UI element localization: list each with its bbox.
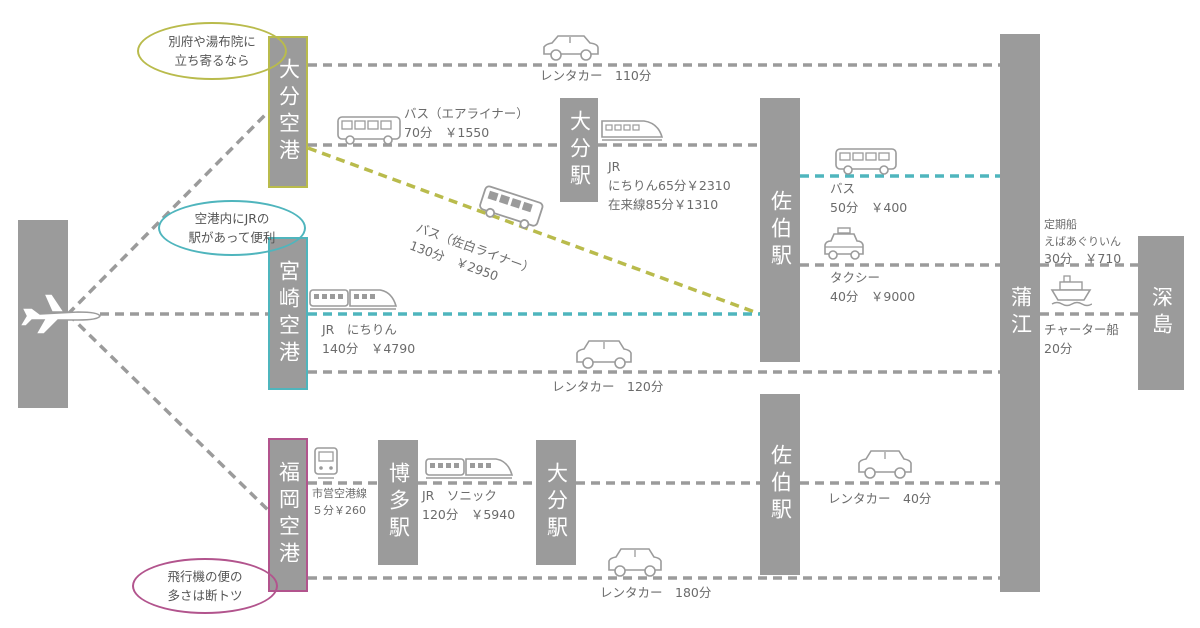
charter-line-2: 20分 — [1044, 341, 1073, 356]
oita-station-box: 大分駅 — [560, 98, 598, 202]
oita-jr-line-1: JR — [608, 159, 621, 174]
fukuoka-airport-label: 福岡空港 — [276, 461, 301, 569]
saiki-rental-label: レンタカー 40分 — [828, 491, 932, 506]
charter-label: チャーター船 20分 — [1044, 320, 1119, 358]
saiki-station-label-2: 佐伯駅 — [768, 444, 793, 525]
oita-rental-label: レンタカー 110分 — [540, 68, 652, 83]
saiki-taxi-line-1: タクシー — [830, 270, 881, 285]
oita-note: 別府や湯布院に 立ち寄るなら — [137, 22, 287, 80]
oita-note-line-1: 別府や湯布院に — [168, 34, 256, 49]
miyazaki-rental-label: レンタカー 120分 — [552, 379, 664, 394]
oita-station-label-2: 大分駅 — [544, 462, 569, 543]
miyazaki-airport-label: 宮崎空港 — [276, 259, 301, 368]
miyazaki-airport-box: 宮崎空港 — [268, 237, 308, 390]
ferry-line-2: えばあぐりいん — [1044, 235, 1121, 248]
ferry-line-1: 定期船 — [1044, 218, 1077, 231]
car-icon — [543, 35, 599, 61]
fukuoka-rental-label: レンタカー 180分 — [600, 585, 712, 600]
oita-note-line-2: 立ち寄るなら — [174, 53, 250, 68]
fukuoka-subway-label: 市営空港線 ５分￥260 — [312, 485, 367, 519]
fukuoka-note: 飛行機の便の 多さは断トツ — [132, 558, 278, 614]
ship-icon — [1050, 275, 1092, 307]
saiki-bus-line-2: 50分 ￥400 — [830, 200, 908, 215]
fukuoka-jr-line-2: 120分 ￥5940 — [422, 507, 516, 522]
oita-bus-line-2: 70分 ￥1550 — [404, 125, 490, 140]
taxi-icon — [824, 227, 864, 260]
fukuoka-subway-line-1: 市営空港線 — [312, 487, 367, 500]
charter-line-1: チャーター船 — [1044, 322, 1119, 337]
bus-icon-saiki — [835, 148, 897, 175]
train-icon — [601, 120, 664, 141]
saiki-bus-label: バス 50分 ￥400 — [830, 179, 907, 217]
fukuoka-jr-label: JR ソニック 120分 ￥5940 — [422, 486, 515, 524]
fukuoka-subway-line-2: ５分￥260 — [312, 504, 366, 517]
saiki-bus-line-1: バス — [830, 181, 856, 196]
car-icon-miyazaki — [576, 340, 632, 369]
train-icon-miyazaki — [309, 289, 398, 310]
fukuoka-jr-line-1: JR ソニック — [422, 488, 497, 503]
fukuoka-airport-box: 福岡空港 — [268, 438, 308, 592]
hakata-station-label: 博多駅 — [386, 462, 411, 543]
saiki-taxi-line-2: 40分 ￥9000 — [830, 289, 916, 304]
ferry-label: 定期船 えばあぐりいん 30分 ￥710 — [1044, 216, 1121, 267]
bus-icon — [337, 116, 401, 145]
train-icon-hakata — [425, 458, 514, 479]
oita-bus-line-1: バス（エアライナー） — [404, 106, 529, 121]
oita-bus-label: バス（エアライナー） 70分 ￥1550 — [404, 104, 529, 142]
saiki-taxi-label: タクシー 40分 ￥9000 — [830, 268, 915, 306]
miyazaki-note: 空港内にJRの 駅があって便利 — [158, 200, 306, 256]
ferry-line-3: 30分 ￥710 — [1044, 251, 1122, 266]
saiki-station-label-1: 佐伯駅 — [768, 189, 793, 271]
miyazaki-note-line-2: 駅があって便利 — [188, 230, 276, 245]
oita-jr-line-3: 在来線85分￥1310 — [608, 197, 719, 212]
oita-station-box-2: 大分駅 — [536, 440, 576, 565]
hakata-station-box: 博多駅 — [378, 440, 418, 565]
oita-station-label: 大分駅 — [567, 109, 592, 191]
car-icon-saiki — [858, 450, 912, 479]
miyazaki-jr-line-1: JR にちりん — [322, 322, 397, 337]
saiki-station-box-2: 佐伯駅 — [760, 394, 800, 575]
miyazaki-note-line-1: 空港内にJRの — [194, 211, 270, 226]
oita-jr-label: JR にちりん65分￥2310 在来線85分￥1310 — [608, 157, 731, 214]
saiki-station-box-1: 佐伯駅 — [760, 98, 800, 362]
airplane-icon — [18, 293, 101, 335]
kamae-box: 蒲江 — [1000, 34, 1040, 592]
kamae-label: 蒲江 — [1008, 286, 1033, 340]
bus-icon-diagonal — [479, 185, 544, 229]
oita-jr-line-2: にちりん65分￥2310 — [608, 178, 731, 193]
fukuoka-note-line-1: 飛行機の便の — [167, 569, 243, 584]
fukashima-label: 深島 — [1149, 286, 1174, 340]
fukuoka-note-line-2: 多さは断トツ — [167, 588, 243, 603]
miyazaki-jr-label: JR にちりん 140分 ￥4790 — [322, 320, 415, 358]
subway-icon — [314, 447, 338, 479]
miyazaki-jr-line-2: 140分 ￥4790 — [322, 341, 416, 356]
oita-airport-label: 大分空港 — [276, 58, 301, 166]
fukashima-box: 深島 — [1138, 236, 1184, 390]
car-icon-fukuoka — [608, 548, 662, 577]
